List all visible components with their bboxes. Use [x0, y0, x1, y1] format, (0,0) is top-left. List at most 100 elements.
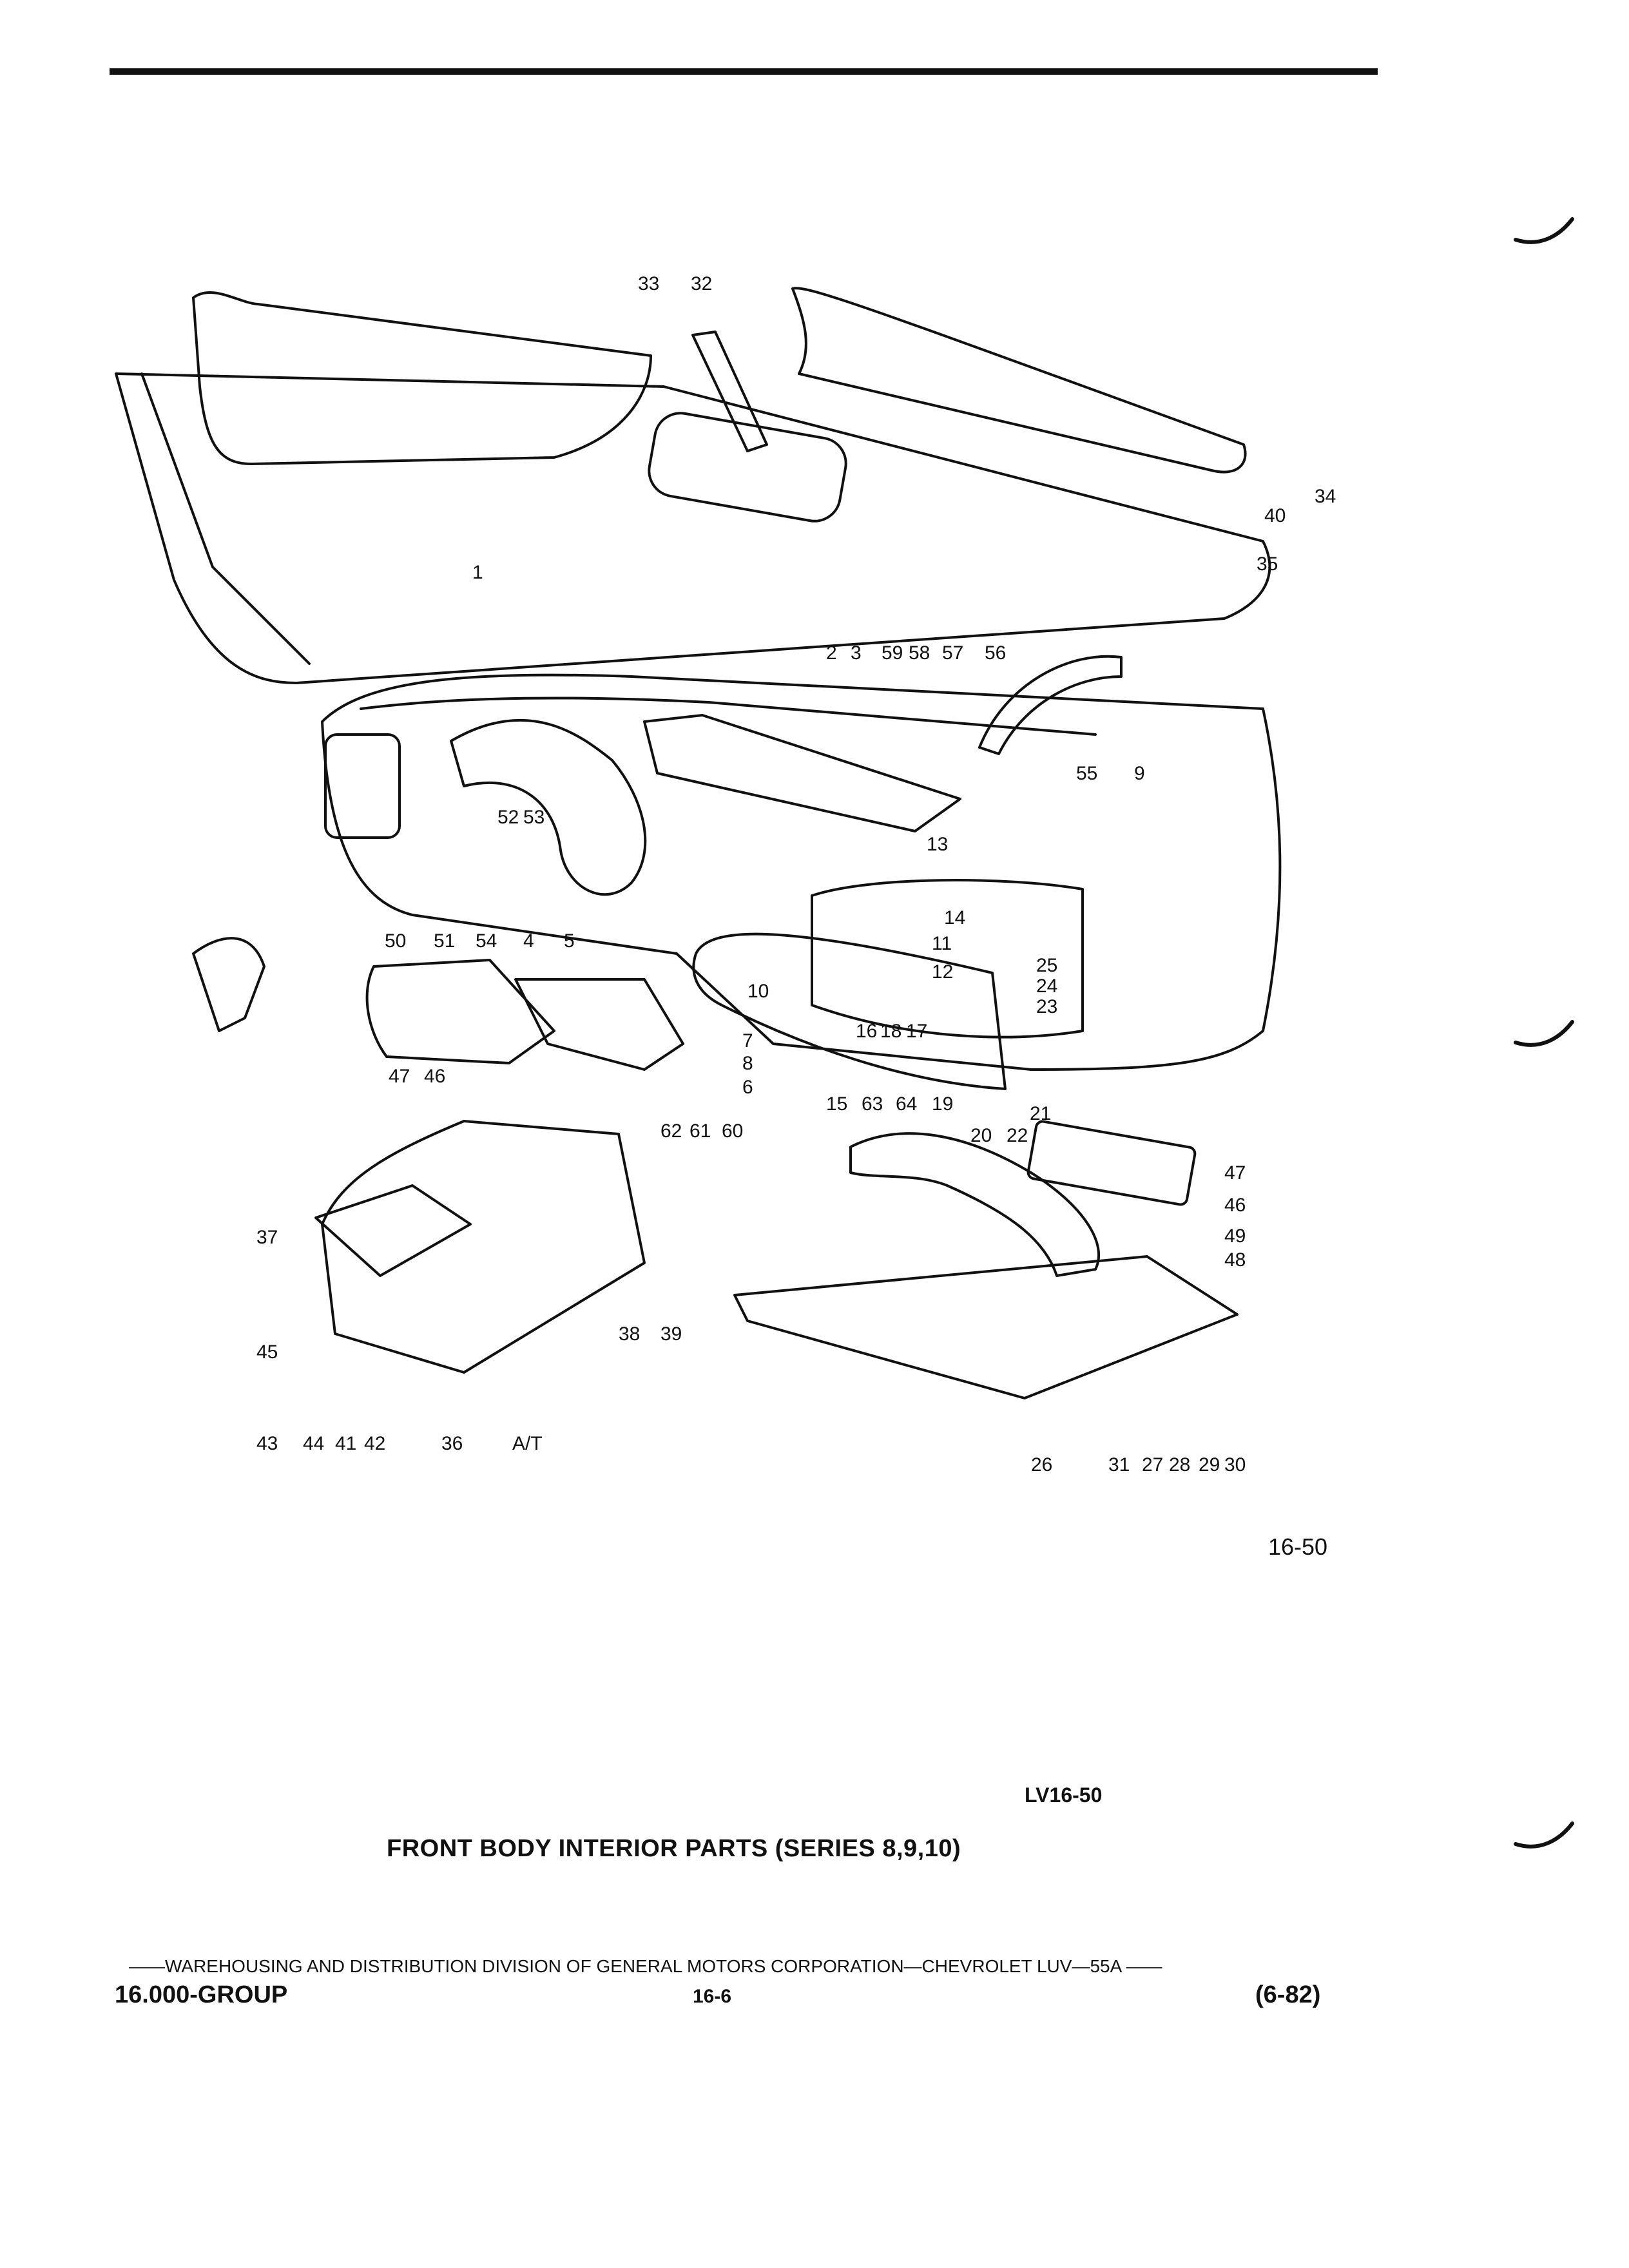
callout-28: 28: [1169, 1454, 1190, 1475]
callout-46-left: 46: [424, 1066, 445, 1087]
callout-54: 54: [476, 930, 497, 952]
figure-caption: FRONT BODY INTERIOR PARTS (SERIES 8,9,10…: [387, 1835, 961, 1862]
callout-31: 31: [1108, 1454, 1130, 1475]
dashboard: [321, 673, 1282, 1071]
console-vent: [314, 1184, 472, 1277]
glove-box: [811, 879, 1084, 1039]
callout-3: 3: [851, 642, 862, 664]
callout-4: 4: [523, 930, 534, 952]
callout-37: 37: [256, 1227, 278, 1248]
callout-19: 19: [932, 1093, 953, 1115]
callout-7: 7: [742, 1030, 753, 1052]
mirror-bracket: [691, 331, 768, 452]
callout-12: 12: [932, 961, 953, 983]
console: [321, 1120, 646, 1374]
callout-46-right: 46: [1224, 1195, 1246, 1216]
callout-5: 5: [564, 930, 575, 952]
callout-60: 60: [722, 1120, 743, 1142]
callout-56: 56: [985, 642, 1006, 664]
callout-17: 17: [906, 1021, 927, 1042]
margin-mark: [1514, 1020, 1574, 1047]
defroster-grille: [643, 714, 961, 832]
callout-22: 22: [1007, 1125, 1028, 1146]
callout-47-left: 47: [389, 1066, 410, 1087]
callout-39: 39: [660, 1323, 682, 1345]
left-vent: [324, 733, 401, 839]
right-sun-visor: [791, 287, 1247, 474]
callout-21: 21: [1030, 1103, 1051, 1124]
callout-33: 33: [638, 273, 659, 294]
windshield-frame: [115, 372, 1271, 684]
callout-9: 9: [1134, 763, 1145, 784]
callout-24: 24: [1036, 975, 1057, 997]
rear-view-mirror: [648, 412, 847, 523]
callout-8: 8: [742, 1053, 753, 1074]
callout-42: 42: [364, 1433, 385, 1454]
callout-52: 52: [497, 807, 519, 828]
callout-36: 36: [441, 1433, 463, 1454]
callout-55: 55: [1076, 763, 1097, 784]
right-vent-frame: [1027, 1120, 1197, 1206]
callout-58: 58: [909, 642, 930, 664]
image-code: LV16-50: [1025, 1783, 1103, 1807]
callout-41: 41: [335, 1433, 356, 1454]
floor-panel: [733, 1255, 1239, 1399]
callout-64: 64: [896, 1093, 917, 1115]
callout-27: 27: [1142, 1454, 1163, 1475]
callout-32: 32: [691, 273, 712, 294]
footer-publisher-line: ——WAREHOUSING AND DISTRIBUTION DIVISION …: [129, 1956, 1162, 1976]
callout-13: 13: [927, 834, 948, 855]
callout-53: 53: [523, 807, 545, 828]
callout-16: 16: [856, 1021, 877, 1042]
callout-10: 10: [747, 981, 769, 1002]
callout-40: 40: [1264, 505, 1286, 526]
assist-grip: [978, 655, 1123, 755]
callout-1: 1: [472, 562, 483, 583]
callout-35: 35: [1257, 553, 1278, 575]
callout-48: 48: [1224, 1249, 1246, 1271]
ashtray-housing: [514, 978, 684, 1071]
left-sun-visor: [192, 291, 652, 465]
callout-51: 51: [434, 930, 455, 952]
vent-frame-left: [365, 959, 555, 1064]
callout-61: 61: [689, 1120, 711, 1142]
callout-38: 38: [619, 1323, 640, 1345]
footer-group: 16.000-GROUP: [115, 1981, 288, 2008]
margin-mark: [1514, 1821, 1574, 1849]
callout-6: 6: [742, 1077, 753, 1098]
glove-box-door: [692, 932, 1007, 1090]
figure-id: 16-50: [1268, 1533, 1328, 1560]
callout-14: 14: [944, 907, 965, 928]
callout-30: 30: [1224, 1454, 1246, 1475]
callout-labels: 33 32 34 40 35 1 2 3 59 58 57 56 55 9 52…: [256, 273, 1336, 1475]
callout-15: 15: [826, 1093, 847, 1115]
callout-2: 2: [826, 642, 837, 664]
callout-43: 43: [256, 1433, 278, 1454]
margin-mark: [1514, 217, 1574, 244]
callout-34: 34: [1315, 486, 1336, 507]
callout-23: 23: [1036, 996, 1057, 1017]
floor-air-duct: [849, 1132, 1100, 1277]
top-rule: [110, 68, 1378, 75]
callout-59: 59: [882, 642, 903, 664]
footer-page-number: 16-6: [693, 1986, 732, 2007]
callout-44: 44: [303, 1433, 324, 1454]
callout-63: 63: [862, 1093, 883, 1115]
callout-62: 62: [660, 1120, 682, 1142]
window-regulator-handle: [192, 937, 265, 1032]
callout-20: 20: [970, 1125, 992, 1146]
footer-date: (6-82): [1255, 1981, 1321, 2008]
at-label: A/T: [512, 1433, 543, 1454]
callout-29: 29: [1199, 1454, 1220, 1475]
callout-50: 50: [385, 930, 406, 952]
callout-49: 49: [1224, 1225, 1246, 1247]
callout-45: 45: [256, 1341, 278, 1363]
callout-26: 26: [1031, 1454, 1052, 1475]
callout-11: 11: [932, 933, 952, 954]
callout-47-right: 47: [1224, 1162, 1246, 1184]
left-air-duct: [450, 718, 647, 896]
callout-25: 25: [1036, 955, 1057, 976]
callout-18: 18: [880, 1021, 901, 1042]
callout-57: 57: [942, 642, 963, 664]
